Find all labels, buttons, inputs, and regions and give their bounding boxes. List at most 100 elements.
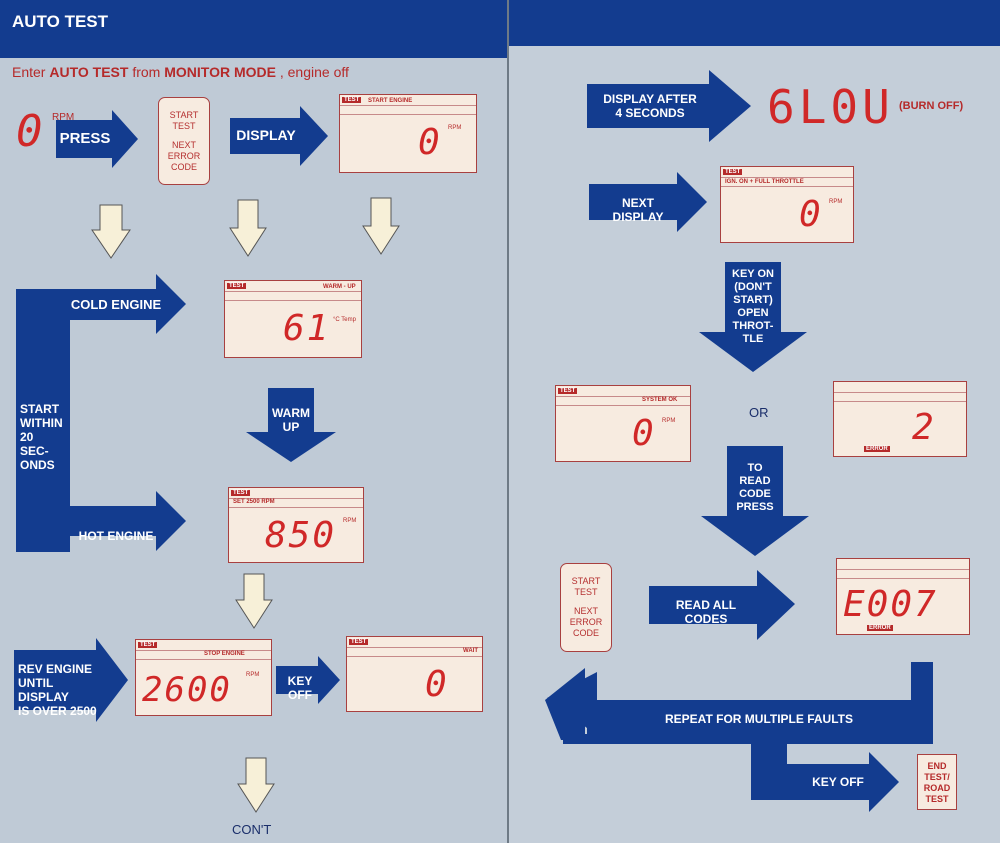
repeat-loop-arrow [547,662,933,744]
warm-up-arrow [246,388,336,462]
to-read-line: PRESS [736,501,774,513]
lcd-message: WARM - UP [323,284,356,290]
to-read-arrow [701,446,809,556]
lcd-message: WAIT [463,648,478,654]
rev-engine-line: UNTIL DISPLAY [18,676,69,704]
test-tag: TEST [349,639,369,645]
start-within-line: SEC- [20,444,49,458]
rev-engine-line: IS OVER 2500 [18,704,97,718]
warm-up-line: UP [282,420,300,434]
lcd-value: 0 [425,664,449,705]
lcd-message: SYSTEM OK [642,397,678,403]
down-arrow-icon [229,199,267,257]
lcd-unit: RPM [246,672,260,678]
key-off-label: KEY OFF [812,775,864,789]
test-tag: TEST [231,490,251,496]
key-on-line: (DON'T [734,281,772,293]
key-off-arrow [276,656,340,704]
intro-pre: Enter [12,64,50,80]
hot-engine-label: HOT ENGINE [78,529,154,543]
lcd-message: START ENGINE [368,98,413,104]
display-after-line: DISPLAY AFTER [603,92,697,106]
button-line: TEST [172,121,196,131]
display-after-line: 4 SECONDS [615,106,685,120]
title-banner: AUTO TEST [0,0,507,58]
left-arrows [14,106,400,813]
test-tag: TEST [558,388,578,394]
lcd-unit: RPM [448,125,462,131]
lcd-wait: TEST WAIT 0 [346,636,483,712]
rev-engine-line: REV ENGINE [18,662,93,676]
start-rpm-digit: 0 [16,106,45,157]
end-test-line: ROAD [923,783,951,793]
rev-engine-label: REV ENGINE UNTIL DISPLAY IS OVER 2500 [18,662,104,718]
test-tag: TEST [138,642,158,648]
lcd-unit: RPM [343,518,357,524]
lcd-unit: °C Temp [333,317,356,323]
press-label: PRESS [59,130,111,147]
key-on-line: OPEN [737,307,769,319]
intro-bold-monitor-mode: MONITOR MODE [164,64,276,80]
test-tag: TEST [723,169,743,175]
key-on-arrow [699,262,807,372]
display-after-arrow [587,70,751,142]
left-panel: AUTO TEST Enter AUTO TEST from MONITOR M… [0,0,507,843]
repeat-label: REPEAT FOR MULTIPLE FAULTS [665,712,853,726]
end-test-box: END TEST/ ROAD TEST [917,754,957,810]
start-within-line: 20 [20,430,34,444]
button-line: ERROR [569,617,603,627]
bracket-arrow [16,274,186,552]
end-test-line: TEST [925,794,949,804]
lcd-stop-engine: TEST STOP ENGINE 2600 RPM [135,639,272,716]
lcd-unit: RPM [829,199,843,205]
page-title: AUTO TEST [12,12,109,31]
rev-engine-arrow [14,638,128,722]
end-test-line: END [927,761,947,771]
read-all-codes-label: READ ALL CODES [675,598,737,626]
start-within-label: START WITHIN 20 SEC- ONDS [20,402,68,472]
lcd-error-count: 2 ERROR [833,381,967,457]
right-banner [509,0,1000,46]
button-line: CODE [572,628,599,638]
start-test-button[interactable]: START TEST NEXT ERROR CODE [158,97,210,185]
next-display-arrow [589,172,707,232]
lcd-value: E007 [843,584,938,625]
button-line: START [169,110,199,120]
test-tag: TEST [342,97,362,103]
to-read-line: TO [747,462,763,474]
intro-mid: from [128,64,165,80]
key-off-branch-arrow [751,740,899,812]
start-within-line: WITHIN [20,416,63,430]
button-line: NEXT [171,140,196,150]
start-within-line: ONDS [20,458,55,472]
next-display-label: NEXT DISPLAY [612,196,664,224]
or-label: OR [749,405,769,420]
lcd-value: 0 [418,122,442,163]
error-tag: ERROR [867,625,893,631]
continued-label: CON'T [232,822,272,837]
down-arrow-icon [362,197,400,255]
intro-text: Enter AUTO TEST from MONITOR MODE , engi… [12,64,349,80]
intro-bold-auto-test: AUTO TEST [49,64,129,80]
lcd-message: SET 2500 RPM [233,499,275,505]
button-line: START [571,576,601,586]
down-arrow-icon [237,757,275,813]
intro-post: , engine off [275,64,349,80]
key-on-label: KEY ON (DON'T START) OPEN THROT- TLE [725,268,781,346]
lcd-message: IGN. ON + FULL THROTTLE [725,179,804,185]
right-panel: DISPLAY AFTER 4 SECONDS 6L0U (BURN OFF) … [509,0,1000,843]
warm-up-line: WARM [272,406,310,420]
button-line: NEXT [573,606,598,616]
lcd-message: STOP ENGINE [204,651,245,657]
burn-off-label: (BURN OFF) [899,100,964,112]
lcd-value: 2 [912,407,936,448]
read-all-codes-arrow [649,570,795,640]
lcd-unit: RPM [662,418,676,424]
start-test-button[interactable]: START TEST NEXT ERROR CODE [560,563,612,652]
key-on-line: KEY ON [732,268,774,280]
error-tag: ERROR [864,446,890,452]
key-on-line: TLE [742,333,764,345]
lcd-error-code: E007 ERROR [836,558,970,635]
lcd-system-ok: TEST SYSTEM OK 0 RPM [555,385,691,462]
button-line: TEST [574,587,598,597]
